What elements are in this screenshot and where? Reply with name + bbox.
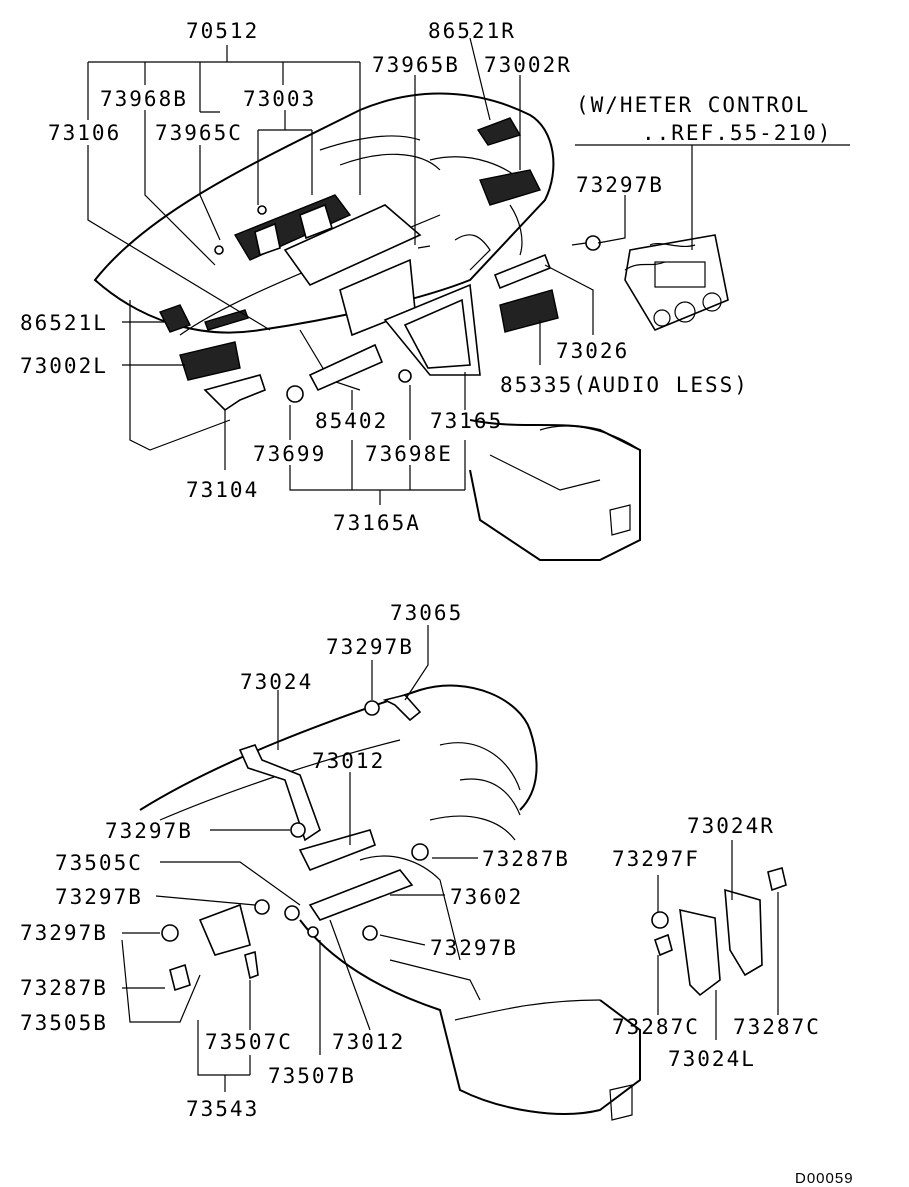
bottom-leader-lines (121, 625, 779, 1092)
part-label-86521L: 86521L (20, 311, 108, 335)
note-line-1: (W/HETER CONTROL (576, 93, 810, 117)
bottom-dashboard-drawing (139, 684, 787, 1121)
part-label-73012-top: 73012 (312, 749, 385, 773)
part-label-73968B: 73968B (100, 87, 188, 111)
part-label-73026: 73026 (556, 339, 629, 363)
part-label-73507B: 73507B (268, 1064, 356, 1088)
part-label-73024L: 73024L (668, 1047, 756, 1071)
part-label-73003: 73003 (243, 87, 316, 111)
part-label-86521R: 86521R (428, 19, 516, 43)
top-leader-lines (87, 37, 850, 505)
part-label-73287B-right: 73287B (482, 847, 570, 871)
part-label-73297B-4: 73297B (20, 921, 108, 945)
part-label-73106: 73106 (48, 121, 121, 145)
part-label-73024: 73024 (240, 670, 313, 694)
part-label-73602: 73602 (450, 885, 523, 909)
top-labels: 70512 86521R 73965B 73002R 73968B 73003 … (20, 19, 832, 535)
part-label-70512: 70512 (186, 19, 259, 43)
part-label-73965C: 73965C (155, 121, 243, 145)
bottom-labels: 73065 73297B 73024 73012 73297B 73505C 7… (20, 601, 821, 1121)
part-label-73104: 73104 (186, 478, 259, 502)
part-label-73287C-2: 73287C (733, 1015, 821, 1039)
part-label-73297B-2: 73297B (105, 819, 193, 843)
part-label-73505B: 73505B (20, 1011, 108, 1035)
part-label-73297B-3: 73297B (55, 885, 143, 909)
part-label-73297B-top: 73297B (576, 173, 664, 197)
part-label-73287B-left: 73287B (20, 976, 108, 1000)
part-label-73543: 73543 (186, 1097, 259, 1121)
part-label-73699: 73699 (253, 442, 326, 466)
part-label-73024R: 73024R (687, 814, 775, 838)
part-label-73002R: 73002R (484, 53, 572, 77)
part-label-73065: 73065 (390, 601, 463, 625)
part-label-73698E: 73698E (365, 442, 453, 466)
part-label-73165: 73165 (430, 409, 503, 433)
part-label-73165A: 73165A (333, 511, 421, 535)
part-label-73297B-1: 73297B (326, 635, 414, 659)
part-label-73287C-1: 73287C (612, 1015, 700, 1039)
part-label-73012-bottom: 73012 (332, 1030, 405, 1054)
part-label-73507C: 73507C (205, 1030, 293, 1054)
part-label-85402: 85402 (315, 409, 388, 433)
part-label-73505C: 73505C (55, 851, 143, 875)
part-label-73002L: 73002L (20, 354, 108, 378)
part-label-73297F: 73297F (612, 847, 700, 871)
part-label-73965B: 73965B (372, 53, 460, 77)
top-dashboard-drawing (93, 92, 729, 561)
diagram-id: D00059 (795, 1170, 854, 1187)
part-label-85335: 85335(AUDIO LESS) (500, 373, 749, 397)
note-line-2: ..REF.55-210) (642, 121, 832, 145)
part-label-73297B-5: 73297B (430, 936, 518, 960)
